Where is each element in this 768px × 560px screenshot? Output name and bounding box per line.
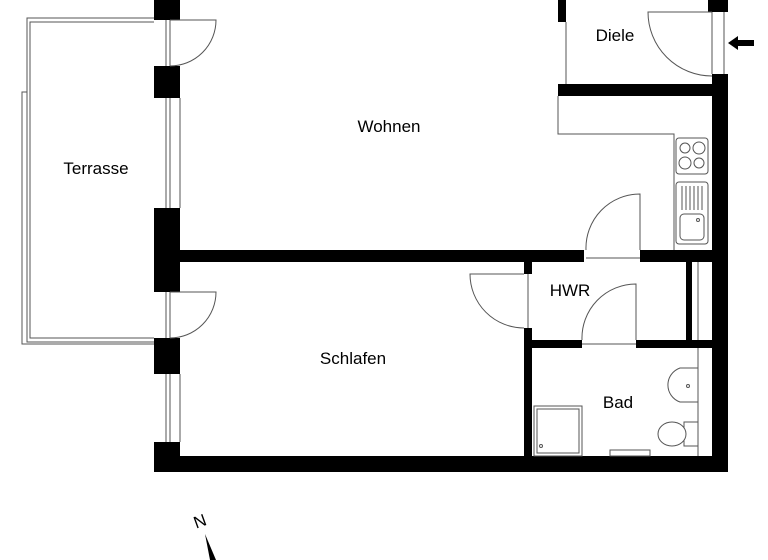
room-label-terrasse: Terrasse [63, 159, 129, 178]
doors [169, 11, 713, 345]
washbasin-icon [667, 367, 699, 403]
room-label-bad: Bad [602, 393, 634, 412]
shower-icon [533, 405, 583, 457]
sink-icon [675, 181, 709, 245]
windows [165, 12, 725, 442]
terrasse-outline [21, 17, 154, 345]
compass-needle-icon [205, 534, 216, 560]
arrow-left-icon [728, 36, 754, 50]
walls [154, 0, 728, 472]
stove-icon [675, 137, 709, 175]
room-label-wohnen: Wohnen [357, 117, 421, 136]
room-label-diele: Diele [595, 26, 635, 45]
bathroom [533, 348, 699, 457]
room-label-hwr: HWR [549, 281, 591, 300]
toilet-icon [657, 421, 687, 447]
kitchen [557, 96, 709, 250]
room-label-schlafen: Schlafen [319, 349, 387, 368]
